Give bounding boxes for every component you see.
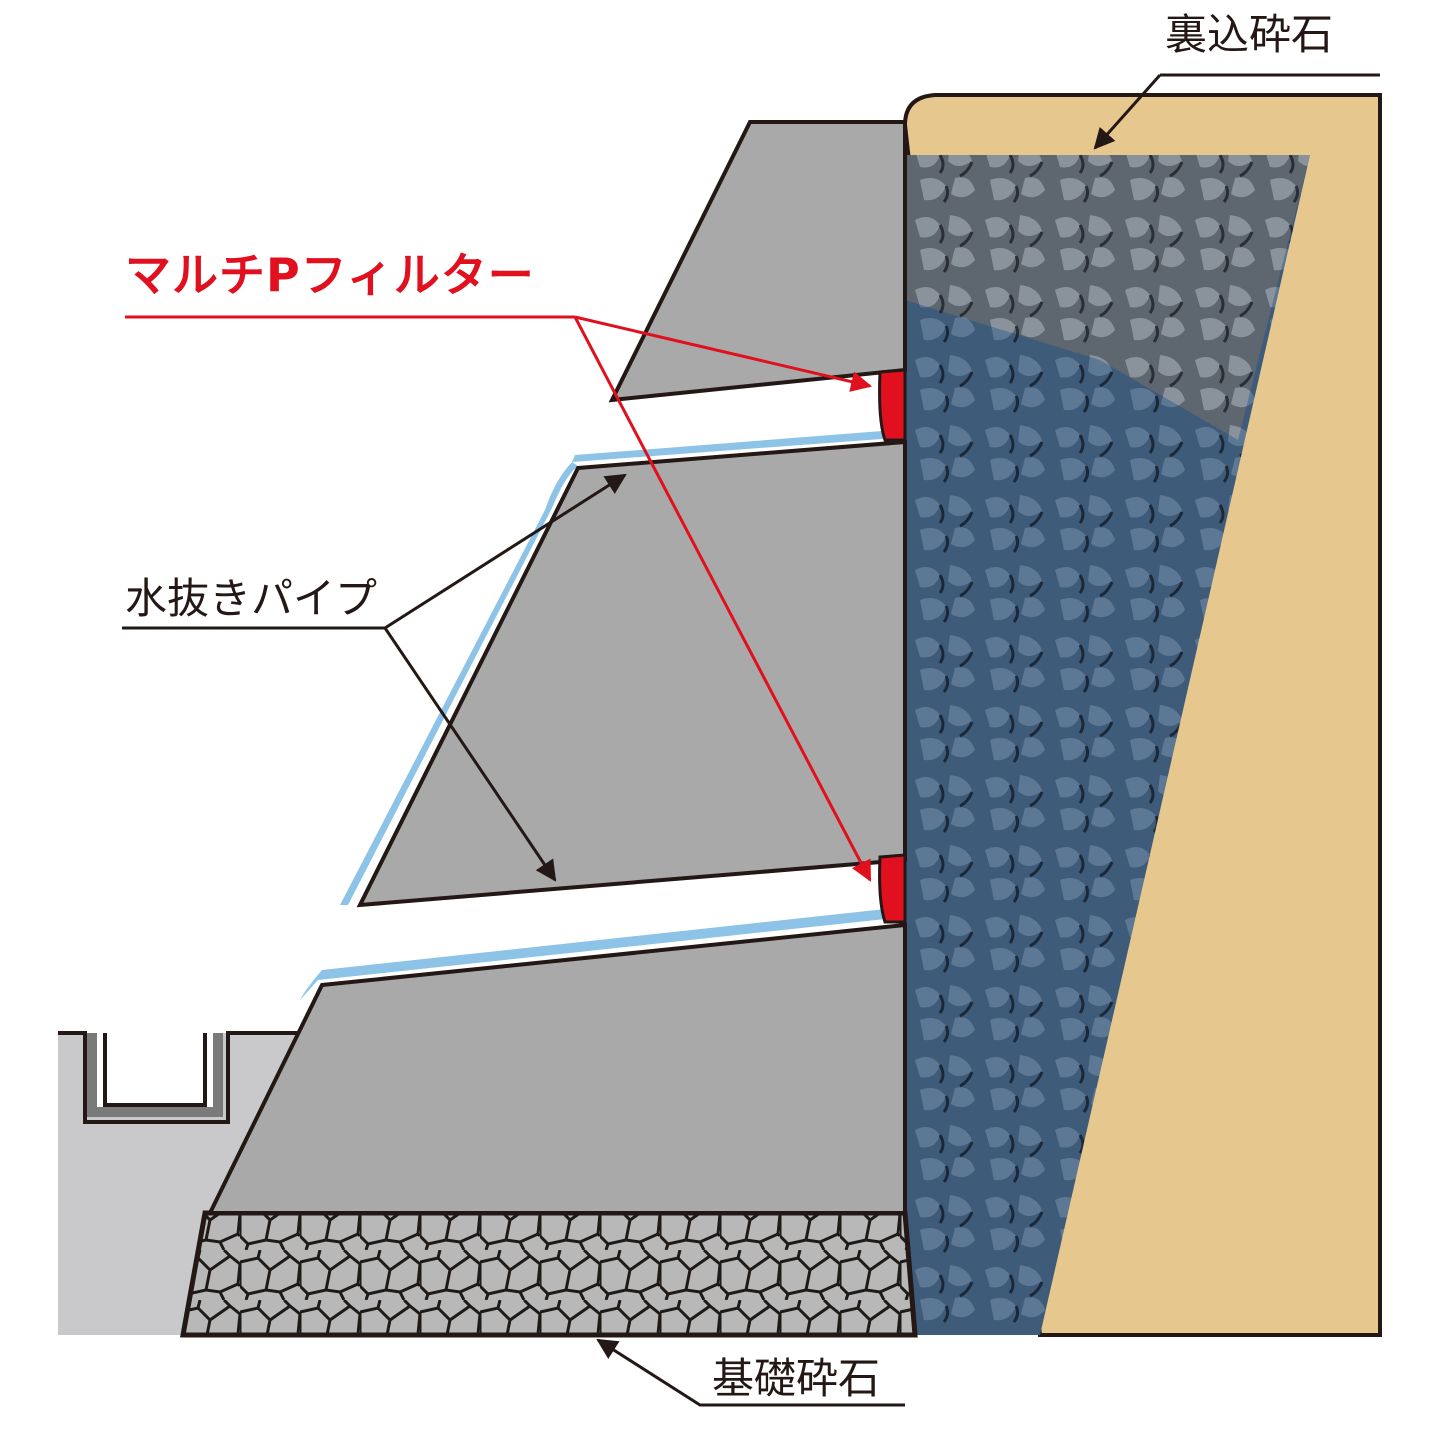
concrete-block-middle bbox=[356, 439, 907, 908]
concrete-block-bottom bbox=[206, 922, 907, 1215]
backfill-crushed-stone-dry bbox=[905, 155, 1310, 440]
label-drain-pipe: 水抜きパイプ bbox=[125, 574, 378, 623]
drainage-ditch bbox=[58, 1031, 300, 1124]
label-backfill-stone: 裏込砕石 bbox=[1165, 10, 1334, 59]
foundation-crushed-stone bbox=[180, 1210, 918, 1338]
foundation-leader bbox=[596, 1338, 905, 1407]
pipe-leader-upper bbox=[384, 473, 627, 630]
concrete-block-top bbox=[608, 120, 907, 403]
multi-p-filter-lower bbox=[878, 853, 907, 924]
drain-pipe-upper bbox=[572, 430, 895, 462]
drain-pipe-lower bbox=[300, 908, 895, 1000]
multi-p-filter-upper bbox=[878, 368, 907, 442]
backfill-crushed-stone bbox=[905, 155, 1310, 1335]
label-foundation-stone: 基礎砕石 bbox=[712, 1354, 881, 1403]
filter-leader-upper bbox=[574, 315, 873, 392]
backfill-leader bbox=[1095, 73, 1380, 148]
pipe-leader-lower bbox=[383, 627, 557, 882]
label-multi-p-filter: マルチPフィルター bbox=[125, 248, 535, 302]
filter-leader-lower bbox=[573, 316, 872, 882]
